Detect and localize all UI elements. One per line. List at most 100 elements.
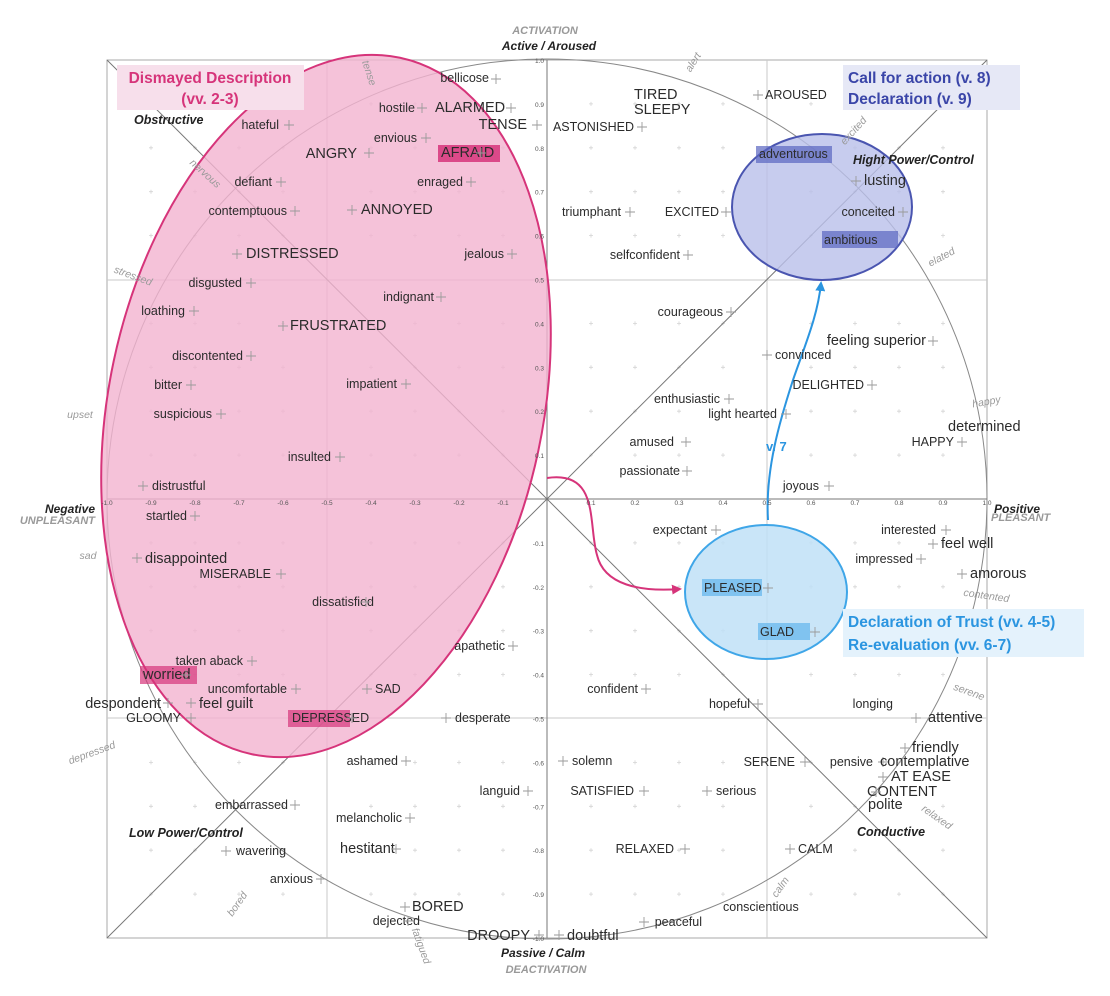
grid-tick xyxy=(897,892,901,897)
grid-tick xyxy=(589,189,593,194)
grid-tick xyxy=(633,540,637,545)
emotion-word: wavering xyxy=(235,844,286,858)
emotion-word: DEPRESSED xyxy=(292,711,369,725)
word-marker xyxy=(683,250,693,260)
x-tick-label: 0.9 xyxy=(938,500,947,507)
word-marker xyxy=(316,874,326,884)
grid-tick xyxy=(853,848,857,853)
emotion-word: serious xyxy=(716,784,756,798)
word-marker xyxy=(506,103,516,113)
grid-tick xyxy=(589,848,593,853)
emotion-word: determined xyxy=(948,419,1021,435)
axis-right-sub: PLEASANT xyxy=(991,512,1052,524)
grid-tick xyxy=(501,584,505,589)
grid-tick xyxy=(369,848,373,853)
grid-tick xyxy=(457,804,461,809)
grid-tick xyxy=(501,760,505,765)
grid-tick xyxy=(193,804,197,809)
word-marker xyxy=(711,525,721,535)
word-highlight-box xyxy=(288,710,350,727)
x-tick-label: -0.2 xyxy=(453,500,465,507)
word-marker xyxy=(400,902,410,912)
grid-tick xyxy=(589,892,593,897)
word-marker xyxy=(436,292,446,302)
x-tick-label: -0.9 xyxy=(145,500,157,507)
word-marker xyxy=(781,409,791,419)
emotion-word: PLEASED xyxy=(704,581,762,595)
emotion-word: polite xyxy=(868,797,903,813)
y-tick-label: 0.3 xyxy=(535,365,544,372)
pink-arrow xyxy=(546,476,682,595)
circle-word: alert xyxy=(683,50,705,75)
grid-tick xyxy=(501,672,505,677)
grid-tick xyxy=(589,804,593,809)
grid-tick xyxy=(853,409,857,414)
emotion-word: feel well xyxy=(941,536,993,552)
grid-tick xyxy=(809,453,813,458)
grid-tick xyxy=(677,233,681,238)
word-marker xyxy=(491,74,501,84)
axis-bottom-main: Passive / Calm xyxy=(501,946,585,960)
emotion-word: courageous xyxy=(658,305,723,319)
word-marker xyxy=(898,207,908,217)
grid-tick xyxy=(589,145,593,150)
grid-tick xyxy=(941,540,945,545)
word-marker xyxy=(417,103,427,113)
grid-tick xyxy=(809,365,813,370)
grid-tick xyxy=(633,101,637,106)
word-highlight-box xyxy=(758,623,810,640)
grid-tick xyxy=(677,848,681,853)
word-marker xyxy=(726,307,736,317)
call-label-line1: Call for action (v. 8) xyxy=(848,70,991,87)
y-tick-label: -0.8 xyxy=(533,848,545,855)
word-marker xyxy=(900,743,910,753)
word-marker xyxy=(290,206,300,216)
grid-tick xyxy=(633,760,637,765)
word-highlights xyxy=(140,145,898,727)
axis-top-sub: ACTIVATION xyxy=(511,25,579,37)
emotion-word: adventurous xyxy=(759,147,828,161)
emotion-word: friendly xyxy=(912,740,959,756)
word-marker xyxy=(682,466,692,476)
word-marker xyxy=(753,90,763,100)
word-marker xyxy=(878,757,888,767)
y-tick-label: 0.4 xyxy=(535,321,544,328)
circle-word: serene xyxy=(952,681,986,703)
grid-tick xyxy=(677,101,681,106)
word-marker xyxy=(681,437,691,447)
circle-word: upset xyxy=(67,409,94,421)
grid-tick xyxy=(677,145,681,150)
grid-tick xyxy=(721,804,725,809)
word-marker xyxy=(911,713,921,723)
grid-tick xyxy=(413,804,417,809)
emotion-word: GLOOMY xyxy=(126,711,182,725)
word-marker xyxy=(941,525,951,535)
word-marker xyxy=(401,379,411,389)
word-marker xyxy=(347,713,357,723)
emotion-word: AROUSED xyxy=(765,88,827,102)
corner-bottom-left: Low Power/Control xyxy=(129,826,243,840)
word-marker xyxy=(190,511,200,521)
grid-tick xyxy=(941,453,945,458)
grid-tick xyxy=(809,101,813,106)
grid-tick xyxy=(677,760,681,765)
grid-tick xyxy=(897,365,901,370)
grid-tick xyxy=(853,760,857,765)
emotion-word: doubtful xyxy=(567,928,619,944)
y-tick-label: 0.7 xyxy=(535,190,544,197)
grid-tick xyxy=(589,101,593,106)
word-marker xyxy=(476,148,486,158)
word-marker xyxy=(290,800,300,810)
tick-labels: -1.0-0.9-0.8-0.7-0.6-0.5-0.4-0.3-0.2-0.1… xyxy=(101,58,991,943)
emotion-word: RELAXED xyxy=(616,842,674,856)
grid-tick xyxy=(501,628,505,633)
grid-tick xyxy=(457,892,461,897)
word-marker xyxy=(800,757,810,767)
emotion-word: AT EASE xyxy=(891,769,951,785)
grid-tick xyxy=(677,540,681,545)
grid-tick xyxy=(237,848,241,853)
axis-bottom-sub: DEACTIVATION xyxy=(506,964,588,976)
grid-tick xyxy=(589,233,593,238)
